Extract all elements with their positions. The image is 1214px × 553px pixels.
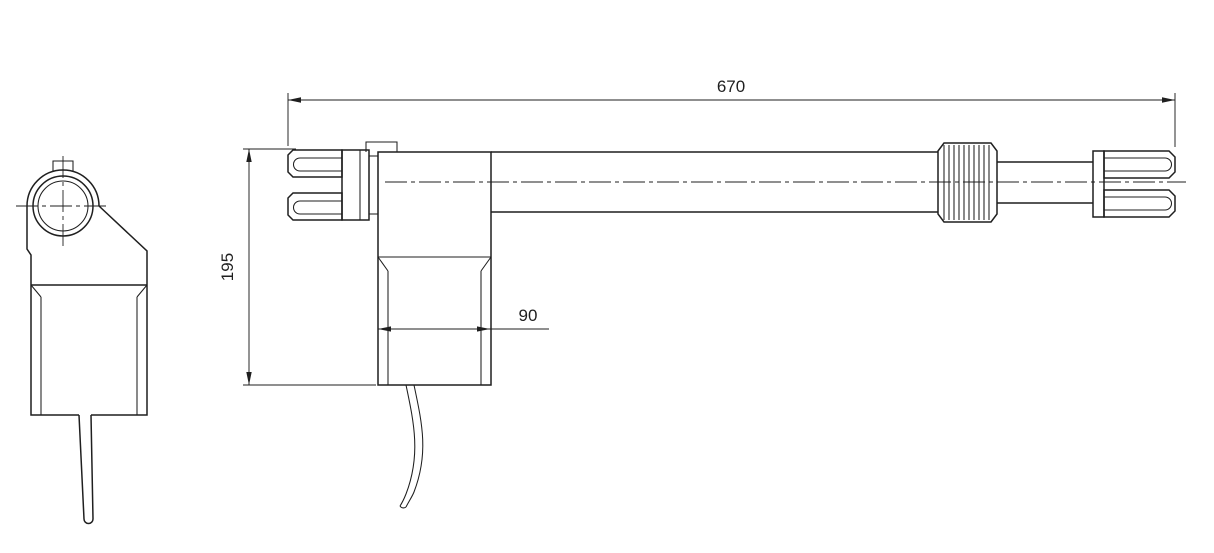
top-tab [52, 160, 74, 171]
end-view-body-outline [30, 284, 148, 416]
end-view-figure [16, 156, 148, 525]
dimension-90: 90 [378, 306, 549, 332]
knurl-lines [943, 145, 990, 220]
front-fork-mount [1092, 150, 1176, 218]
dimension-195-label: 195 [218, 253, 237, 281]
housing-top-tab [365, 141, 398, 152]
side-view-figure [287, 141, 1186, 509]
arrowhead-left [288, 97, 301, 103]
power-cable [399, 384, 424, 509]
dimension-670-label: 670 [717, 77, 745, 96]
dimension-670: 670 [287, 77, 1176, 147]
piston-rod [997, 161, 1093, 204]
dimension-195: 195 [218, 148, 376, 386]
end-view-body-chamfers [30, 284, 148, 415]
extension-lines [287, 93, 1176, 147]
arrowhead-bottom [246, 372, 252, 385]
dimension-90-label: 90 [519, 306, 538, 325]
motor-housing [365, 141, 492, 386]
rear-fork-mount [287, 149, 379, 221]
arrowhead-right [1162, 97, 1175, 103]
arrowhead-top [246, 149, 252, 162]
pivot-hole-circle [32, 175, 94, 237]
clevis-head-outline [26, 169, 148, 285]
arrowhead-left [378, 326, 391, 332]
arrowhead-right [477, 326, 490, 332]
outer-tube [491, 151, 938, 213]
gland-nut [937, 142, 998, 223]
piston-rod-end-view [78, 414, 94, 525]
extension-lines [243, 148, 376, 386]
pivot-hole-inner-circle [37, 180, 89, 232]
